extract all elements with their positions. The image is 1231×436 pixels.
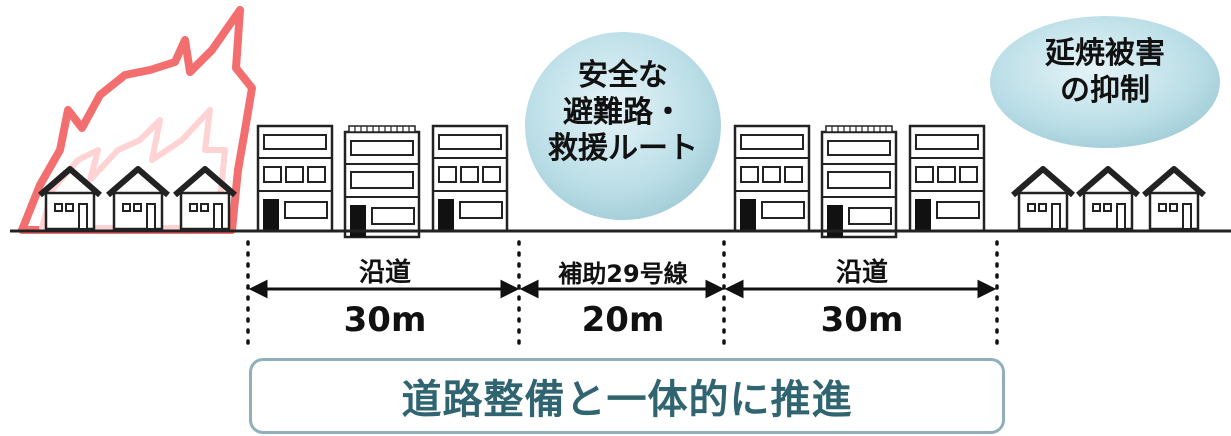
- building-icon: [431, 124, 509, 233]
- segment-width-right: 30m: [820, 300, 904, 340]
- bubble-right-line-2: の抑制: [1060, 72, 1150, 108]
- house-icon: [1144, 169, 1204, 229]
- summary-banner: 道路整備と一体的に推進: [249, 358, 1005, 434]
- segment-width-center: 20m: [581, 300, 665, 340]
- segment-label-center: 補助29号線: [558, 260, 688, 288]
- summary-banner-text: 道路整備と一体的に推進: [401, 377, 853, 423]
- building-group-right: [733, 124, 986, 239]
- segment-width-left: 30m: [343, 300, 427, 340]
- bubble-center-line-2: 避難路・: [563, 94, 683, 130]
- building-icon: [343, 124, 421, 239]
- house-icon: [1078, 169, 1138, 229]
- building-icon: [820, 124, 898, 239]
- dimension-arrows: [248, 279, 997, 299]
- bubble-right: [990, 16, 1220, 148]
- building-icon: [733, 124, 811, 233]
- bubble-right-line-1: 延焼被害: [1045, 36, 1165, 71]
- bubble-center-line-3: 救援ルート: [548, 131, 698, 167]
- house-icon: [1013, 169, 1073, 229]
- house-group-right: [1013, 169, 1204, 229]
- bubble-center: [525, 32, 721, 220]
- bubble-center-text: 安全な 避難路・ 救援ルート: [538, 58, 708, 168]
- building-icon: [908, 124, 986, 233]
- segment-label-right: 沿道: [835, 258, 888, 288]
- building-group-left: [256, 124, 509, 239]
- building-icon: [256, 124, 334, 233]
- segment-label-left: 沿道: [358, 258, 411, 288]
- bubble-center-line-1: 安全な: [578, 58, 668, 93]
- bubble-right-text: 延焼被害 の抑制: [1030, 36, 1180, 109]
